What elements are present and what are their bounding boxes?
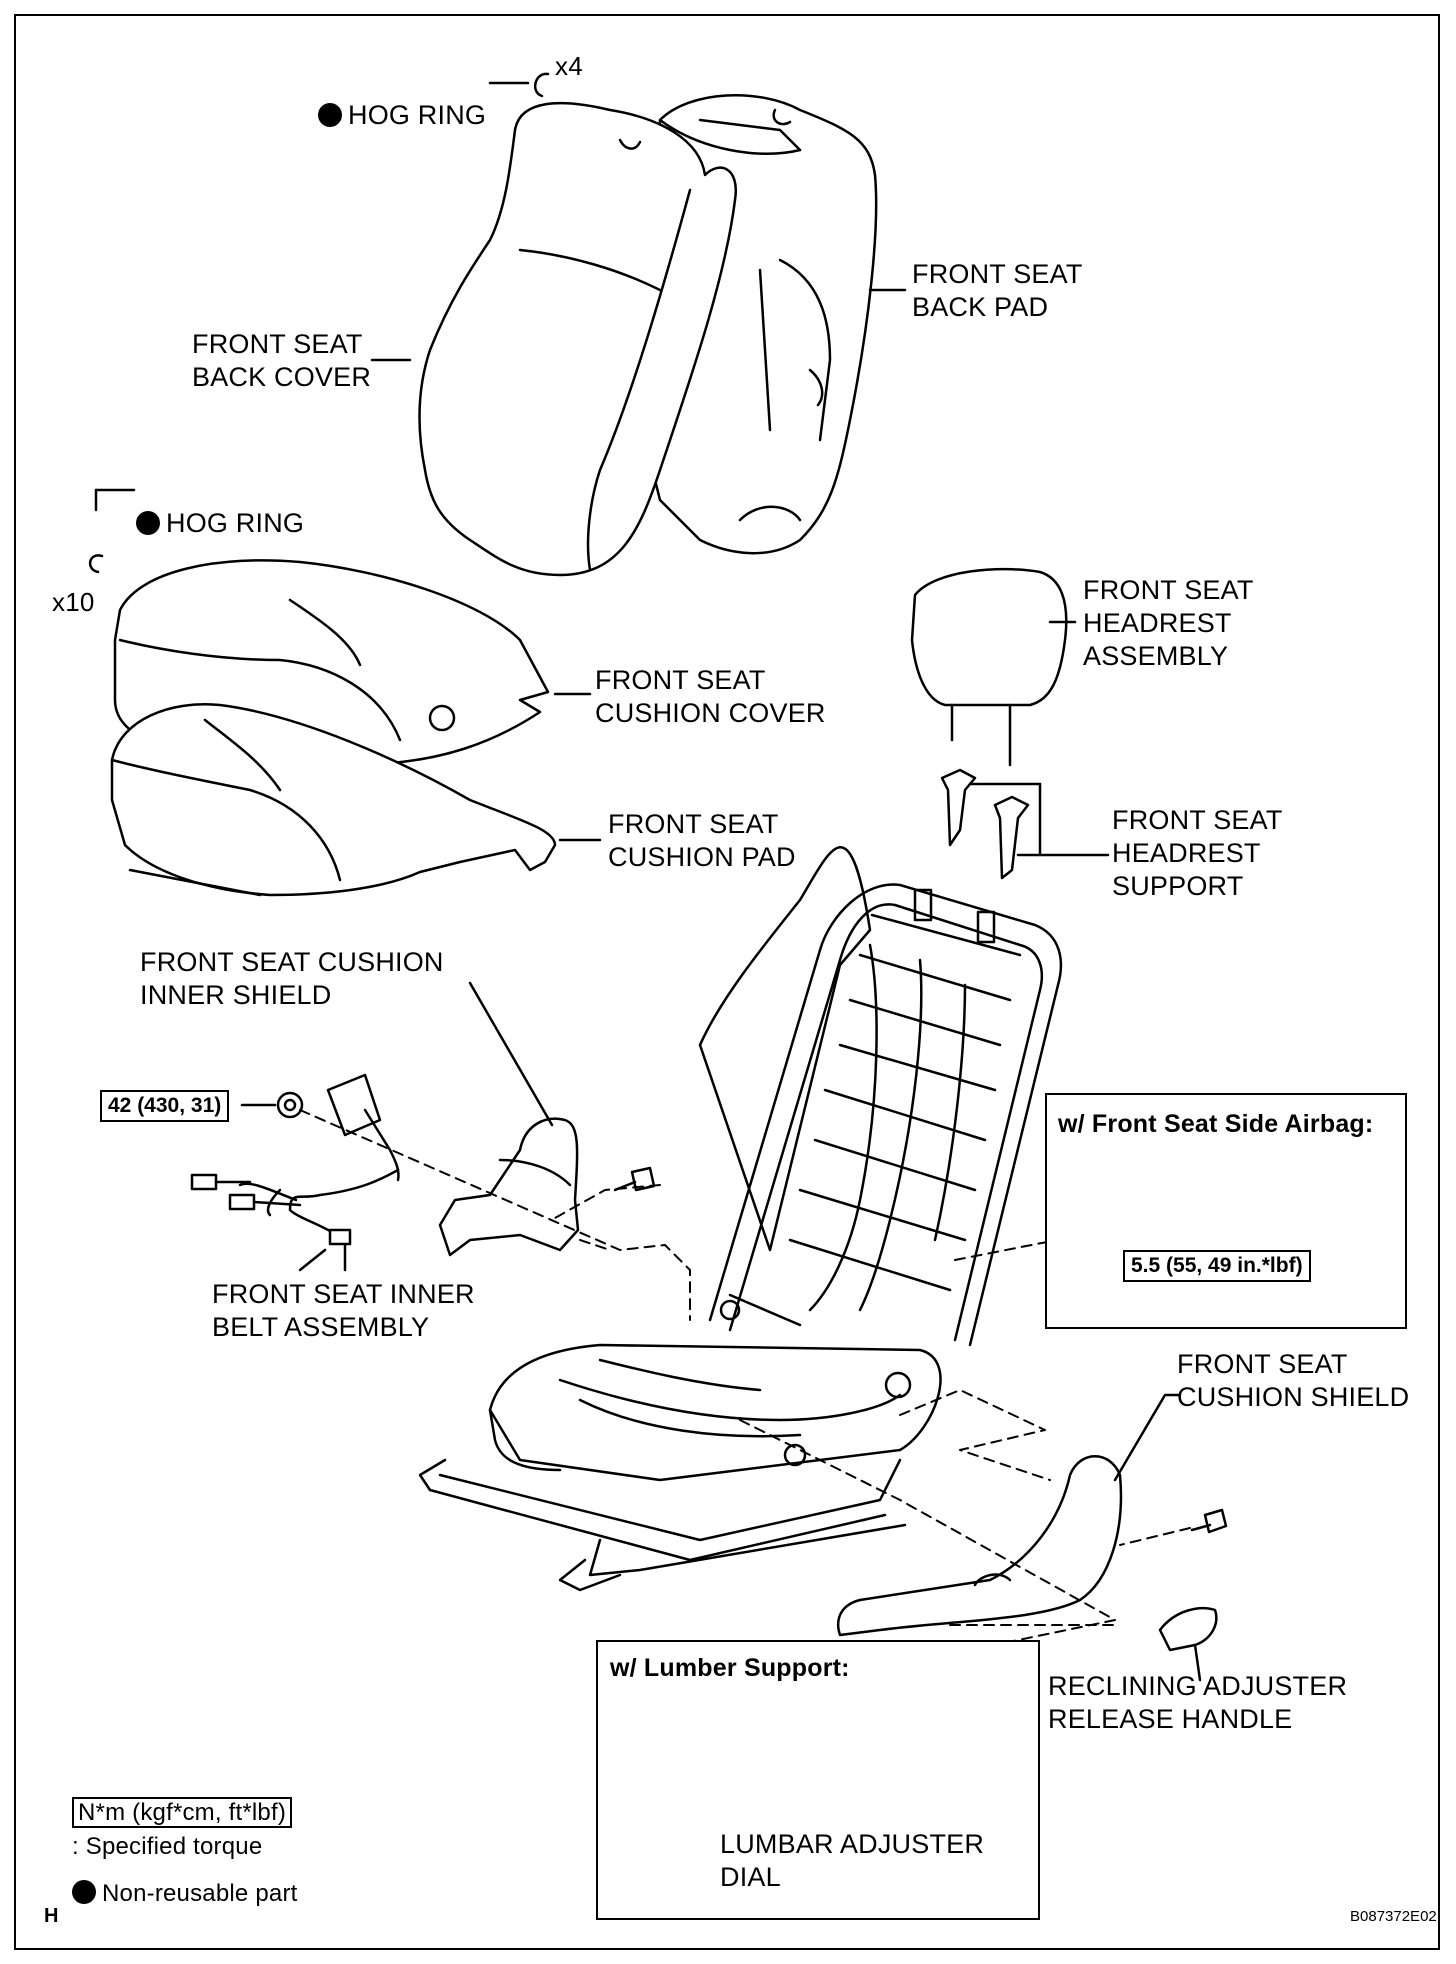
headrest-support-drawing [940, 768, 1110, 880]
back-cover-label: FRONT SEAT BACK COVER [192, 329, 372, 392]
hog-ring-mid-label: HOG RING [136, 474, 304, 540]
headrest-drawing [910, 567, 1077, 767]
torque-legend: N*m (kgf*cm, ft*lbf) : Specified torque [72, 1762, 293, 1864]
inner-belt-drawing [190, 1073, 400, 1272]
headrest-assembly-label: FRONT SEAT HEADREST ASSEMBLY [1083, 575, 1254, 671]
non-reusable-dot-icon [318, 103, 342, 127]
corner-left-mark: H [44, 1905, 59, 1927]
torque-legend-box: N*m (kgf*cm, ft*lbf) [72, 1797, 293, 1828]
airbag-box-title: w/ Front Seat Side Airbag: [1058, 1110, 1374, 1138]
torque-legend-text: : Specified torque [72, 1833, 263, 1860]
cushion-shield-drawing [836, 1393, 1182, 1637]
reclining-handle-drawing [1158, 1606, 1218, 1682]
cushion-inner-shield-label: FRONT SEAT CUSHION INNER SHIELD [140, 947, 444, 1010]
non-reusable-dot-icon [136, 511, 160, 535]
seat-back-cover-drawing [418, 101, 738, 577]
cushion-pad-drawing [110, 703, 557, 897]
hog-ring-top-label: HOG RING [318, 66, 486, 132]
cushion-pad-label: FRONT SEAT CUSHION PAD [608, 809, 796, 872]
hog-ring-top-text: HOG RING [348, 100, 487, 130]
cushion-shield-label: FRONT SEAT CUSHION SHIELD [1177, 1349, 1410, 1412]
non-reusable-dot-icon [72, 1880, 96, 1904]
nonreusable-legend: Non-reusable part [72, 1844, 298, 1910]
seat-frame-drawing [418, 846, 1063, 1592]
lumber-box [596, 1640, 1040, 1920]
headrest-support-label: FRONT SEAT HEADREST SUPPORT [1112, 805, 1283, 901]
hog-ring-mid-callout [89, 488, 136, 574]
back-pad-label: FRONT SEAT BACK PAD [912, 259, 1083, 322]
belt-bolt-torque: 42 (430, 31) [100, 1090, 230, 1122]
airbag-nut-torque: 5.5 (55, 49 in.*lbf) [1123, 1250, 1311, 1282]
lumbar-dial-label: LUMBAR ADJUSTER DIAL [720, 1829, 985, 1892]
hog-ring-top-callout [488, 72, 550, 98]
airbag-box [1045, 1093, 1407, 1329]
diagram-frame [14, 14, 1440, 1950]
drawing-code: B087372E02 [1350, 1908, 1437, 1925]
lumber-box-title: w/ Lumber Support: [610, 1654, 850, 1682]
nonreusable-legend-text: Non-reusable part [102, 1880, 298, 1907]
cushion-cover-label: FRONT SEAT CUSHION COVER [595, 665, 826, 728]
hog-ring-mid-text: HOG RING [166, 508, 305, 538]
hog-ring-top-qty: x4 [555, 51, 583, 81]
hog-ring-mid-qty: x10 [52, 587, 95, 617]
cushion-inner-shield-drawing [438, 981, 580, 1257]
cushion-shield-bolt-drawing [1190, 1508, 1228, 1534]
reclining-handle-label: RECLINING ADJUSTER RELEASE HANDLE [1048, 1671, 1348, 1734]
inner-belt-assembly-label: FRONT SEAT INNER BELT ASSEMBLY [212, 1279, 475, 1342]
